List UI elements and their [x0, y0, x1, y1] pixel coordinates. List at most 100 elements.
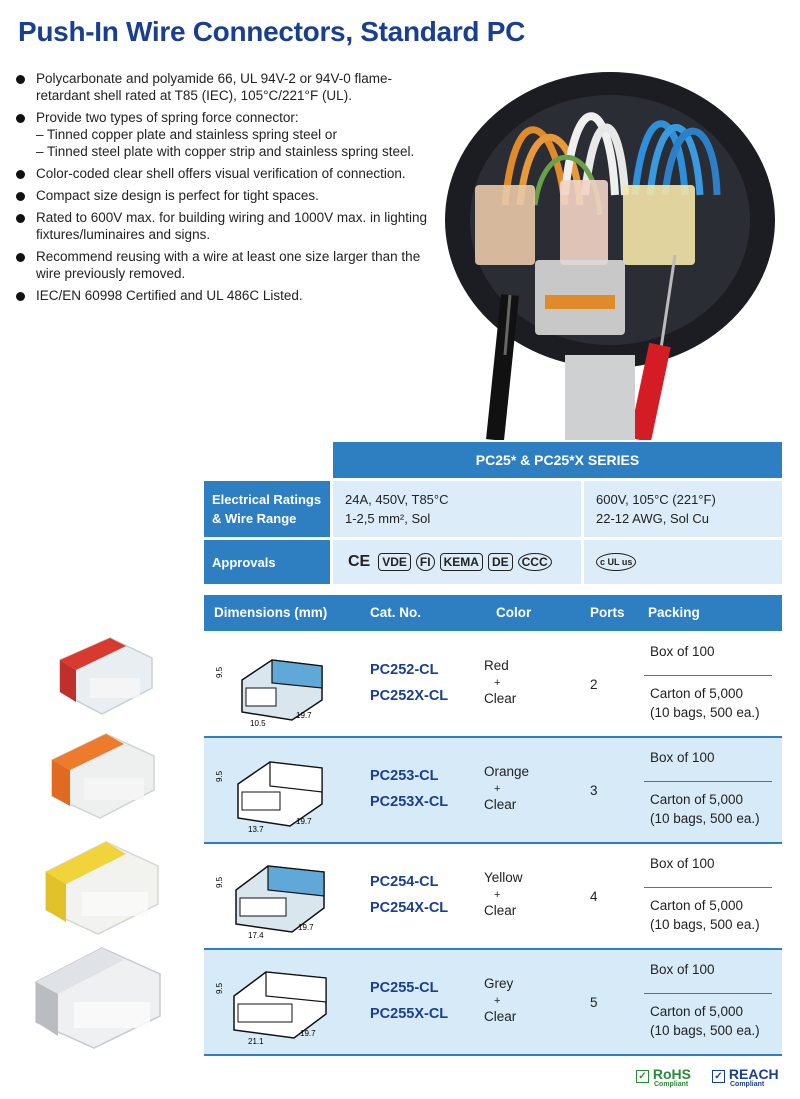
- carton-detail: (10 bags, 500 ea.): [650, 811, 760, 826]
- carton-qty: Carton of 5,000: [650, 898, 744, 913]
- fi-mark-icon: FI: [415, 553, 435, 571]
- feature-item: Provide two types of spring force connec…: [16, 109, 436, 160]
- color-secondary: Clear: [484, 797, 517, 812]
- bullet-icon: [16, 75, 25, 84]
- cat-no-standard: PC254-CL: [370, 874, 439, 890]
- color-secondary: Clear: [484, 903, 517, 918]
- color-cell: Grey + Clear: [484, 976, 566, 1025]
- label-line: Electrical Ratings: [212, 492, 322, 507]
- packing-divider: [644, 675, 772, 676]
- packing-carton: Carton of 5,000(10 bags, 500 ea.): [650, 1002, 760, 1040]
- color-primary: Orange: [484, 764, 530, 779]
- height-dim: 9.5: [215, 876, 224, 888]
- cat-no-x: PC255X-CL: [370, 1006, 449, 1022]
- ports-cell: 5: [590, 995, 598, 1010]
- electrical-ratings-row: Electrical Ratings & Wire Range 24A, 450V…: [204, 481, 782, 537]
- iec-wire-range: 1-2,5 mm², Sol: [345, 511, 431, 526]
- packing-carton: Carton of 5,000 (10 bags, 500 ea.): [650, 896, 760, 934]
- depth-dim: 19.7: [296, 711, 312, 720]
- carton-qty: Carton of 5,000: [650, 686, 744, 701]
- bullet-icon: [16, 114, 25, 123]
- depth-dim: 19.7: [298, 923, 314, 932]
- width-dim: 13.7: [248, 825, 264, 834]
- color-plus: +: [494, 995, 501, 1007]
- table-row: 9.5 21.1 19.7 PC255-CL PC255X-CL Grey+Cl…: [204, 950, 782, 1054]
- de-mark-icon: DE: [487, 553, 513, 571]
- cat-no-standard: PC255-CL: [370, 980, 439, 996]
- color-secondary: Clear: [484, 1009, 517, 1024]
- packing-carton: Carton of 5,000(10 bags, 500 ea.): [650, 790, 760, 828]
- carton-detail: (10 bags, 500 ea.): [650, 705, 760, 720]
- row-divider: [204, 842, 782, 844]
- approvals-label: Approvals: [204, 540, 330, 584]
- ul-rating: 600V, 105°C (221°F): [596, 492, 716, 507]
- kema-mark-icon: KEMA: [439, 553, 483, 571]
- feature-text: Compact size design is perfect for tight…: [36, 188, 319, 203]
- feature-item: Recommend reusing with a wire at least o…: [16, 248, 436, 282]
- checkbox-icon: ✓: [636, 1070, 649, 1083]
- feature-text: IEC/EN 60998 Certified and UL 486C Liste…: [36, 288, 303, 303]
- color-primary: Yellow: [484, 870, 523, 885]
- bullet-icon: [16, 192, 25, 201]
- feature-item: IEC/EN 60998 Certified and UL 486C Liste…: [16, 287, 436, 304]
- color-primary: Grey: [484, 976, 514, 991]
- width-dim: 17.4: [248, 931, 264, 940]
- vde-mark-icon: VDE: [378, 553, 411, 571]
- dimension-diagram: 9.5 17.4 19.7: [215, 865, 325, 940]
- feature-item: Compact size design is perfect for tight…: [16, 187, 436, 204]
- cat-no-standard: PC253-CL: [370, 768, 439, 784]
- electrical-ratings-label: Electrical Ratings & Wire Range: [204, 481, 330, 537]
- ccc-mark-icon: CCC: [517, 553, 552, 571]
- color-cell: Orange+Clear: [484, 764, 566, 813]
- ul-approval-cell: c UL us: [584, 540, 782, 584]
- approval-marks: CE VDE FI KEMA DE CCC: [333, 540, 581, 584]
- page-title: Push-In Wire Connectors, Standard PC: [18, 16, 526, 47]
- carton-detail: (10 bags, 500 ea.): [650, 917, 760, 932]
- dimension-diagram: 9.5 10.5 19.7: [215, 659, 323, 728]
- label-line: & Wire Range: [212, 511, 297, 526]
- checkbox-icon: ✓: [712, 1070, 725, 1083]
- feature-item: Color-coded clear shell offers visual ve…: [16, 165, 436, 182]
- packing-box: Box of 100: [650, 750, 715, 765]
- feature-text: Recommend reusing with a wire at least o…: [36, 249, 421, 281]
- width-dim: 10.5: [250, 719, 266, 728]
- junction-box-photo: [445, 72, 775, 440]
- packing-box: Box of 100: [650, 644, 715, 659]
- iec-rating: 24A, 450V, T85°C: [345, 492, 449, 507]
- packing-box: Box of 100: [650, 856, 715, 871]
- header-color: Color: [496, 605, 532, 620]
- row-divider: [204, 736, 782, 738]
- cat-no-x: PC253X-CL: [370, 794, 449, 810]
- color-plus: +: [494, 889, 501, 901]
- feature-subtext: – Tinned steel plate with copper strip a…: [36, 144, 415, 159]
- cat-no-standard: PC252-CL: [370, 662, 439, 678]
- cat-no-x: PC252X-CL: [370, 688, 449, 704]
- packing-box: Box of 100: [650, 962, 715, 977]
- table-row: 9.5 13.7 19.7 PC253-CL PC253X-CL Orange+…: [204, 738, 782, 842]
- bullet-icon: [16, 170, 25, 179]
- table-row: 9.5 10.5 19.7 PC252-CL PC252X-CL Red+Cle…: [204, 632, 782, 736]
- header-dimensions: Dimensions (mm): [214, 605, 328, 620]
- connector-photo-grey: [35, 947, 161, 1049]
- width-dim: 21.1: [248, 1037, 264, 1046]
- connector-photo-yellow: [45, 841, 159, 935]
- color-primary: Red: [484, 658, 509, 673]
- reach-sub: Compliant: [730, 1081, 765, 1088]
- ports-cell: 3: [590, 783, 598, 798]
- ports-cell: 4: [590, 889, 598, 904]
- product-table-header: Dimensions (mm) Cat. No. Color Ports Pac…: [204, 595, 782, 631]
- connector-photo-orange: [51, 733, 155, 819]
- packing-carton: Carton of 5,000 (10 bags, 500 ea.): [650, 684, 760, 722]
- carton-detail: (10 bags, 500 ea.): [650, 1023, 760, 1038]
- bullet-icon: [16, 292, 25, 301]
- height-dim: 9.5: [215, 982, 224, 994]
- iec-rating-cell: 24A, 450V, T85°C 1-2,5 mm², Sol: [333, 481, 581, 537]
- color-plus: +: [494, 677, 501, 689]
- color-cell: Red+Clear: [484, 658, 566, 707]
- ul-rating-cell: 600V, 105°C (221°F)22-12 AWG, Sol Cu: [584, 481, 782, 537]
- feature-list: Polycarbonate and polyamide 66, UL 94V-2…: [16, 70, 436, 309]
- bullet-icon: [16, 253, 25, 262]
- row-divider: [204, 948, 782, 950]
- feature-subtext: – Tinned copper plate and stainless spri…: [36, 127, 337, 142]
- table-row: 9.5 17.4 19.7 PC254-CL PC254X-CL Yellow+…: [204, 844, 782, 948]
